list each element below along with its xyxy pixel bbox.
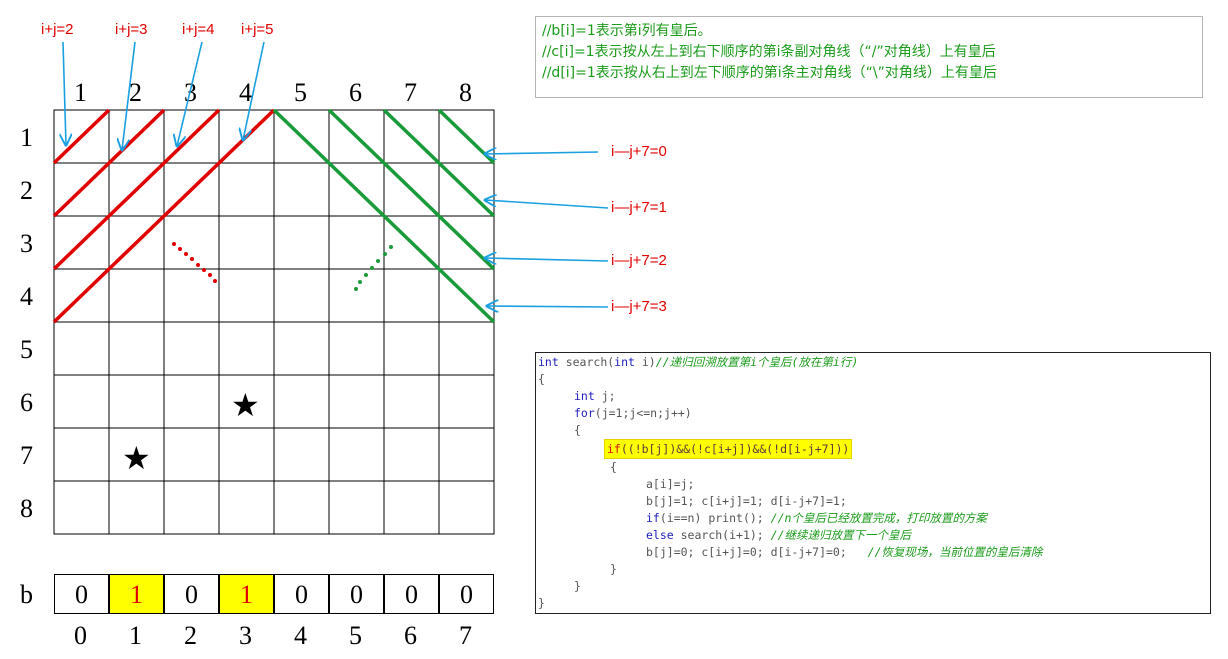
label-i-minus-j-1: i—j+7=1: [611, 199, 667, 216]
row-number: 4: [20, 282, 33, 311]
code-text: i): [634, 355, 656, 369]
code-text: (i==n) print();: [659, 511, 764, 525]
green-dots: [354, 245, 393, 291]
label-i-minus-j-2: i—j+7=2: [611, 252, 667, 269]
label-i-minus-j-0: i—j+7=0: [611, 143, 667, 160]
code-line-6-highlight: if((!b[j])&&(!c[i+j])&&(!d[i-j+7])): [604, 439, 853, 459]
right-arrows: [485, 152, 609, 307]
col-number: 5: [294, 78, 307, 107]
b-index: 1: [129, 621, 142, 650]
board-grid: [53, 109, 495, 535]
code-keyword: int: [614, 355, 635, 369]
b-cell-highlight: 1: [219, 574, 274, 614]
label-i-plus-j-2: i+j=2: [41, 21, 74, 38]
anti-diagonals: [52, 108, 276, 324]
col-number: 2: [129, 78, 142, 107]
b-cell: 0: [439, 574, 494, 614]
col-number: 6: [349, 78, 362, 107]
row-number: 1: [20, 123, 33, 152]
comment-box: //b[i]=1表示第i列有皇后。 //c[i]=1表示按从左上到右下顺序的第i…: [535, 16, 1203, 98]
b-cell: 0: [54, 574, 109, 614]
col-number: 8: [459, 78, 472, 107]
row-number: 3: [20, 229, 33, 258]
code-line-14: }: [574, 579, 581, 593]
code-text: search(: [558, 355, 615, 369]
code-keyword: else: [646, 528, 674, 542]
label-i-plus-j-3: i+j=3: [115, 21, 148, 38]
row-number: 6: [20, 388, 33, 417]
code-text: ((!b[j])&&(!c[i+j])&&(!d[i-j+7])): [620, 442, 850, 456]
code-line-4: for(j=1;j<=n;j++): [574, 405, 692, 422]
comment-line-c: //c[i]=1表示按从左上到右下顺序的第i条副对角线（“/”对角线）上有皇后: [542, 44, 996, 60]
row-number: 2: [20, 176, 33, 205]
code-text: search(i+1);: [673, 528, 764, 542]
label-i-plus-j-5: i+j=5: [241, 21, 274, 38]
red-dots: [172, 242, 217, 283]
main-diagonals: [272, 108, 496, 324]
code-line-2: {: [538, 372, 545, 386]
b-cell: 0: [384, 574, 439, 614]
row-number: 8: [20, 494, 33, 523]
code-line-10: if(i==n) print(); //n个皇后已经放置完成，打印放置的方案: [646, 510, 987, 527]
code-line-8: a[i]=j;: [646, 477, 695, 491]
comment-line-d: //d[i]=1表示按从右上到左下顺序的第i条主对角线（“\”对角线）上有皇后: [542, 65, 997, 81]
code-line-3: int j;: [574, 388, 616, 405]
b-index: 7: [459, 621, 472, 650]
code-line-7: {: [610, 460, 617, 474]
row-number: 7: [20, 441, 33, 470]
code-keyword: int: [538, 355, 559, 369]
b-cell-highlight: 1: [109, 574, 164, 614]
b-cell: 0: [274, 574, 329, 614]
code-line-5: {: [574, 423, 581, 437]
queen-star-icon: ★: [231, 386, 260, 424]
code-box: int search(int i)//递归回溯放置第i个皇后(放在第i行) { …: [535, 352, 1211, 614]
code-keyword: if: [646, 511, 660, 525]
row-number: 5: [20, 335, 33, 364]
col-number: 7: [404, 78, 417, 107]
code-line-11: else search(i+1); //继续递归放置下一个皇后: [646, 527, 911, 544]
code-line-9: b[j]=1; c[i+j]=1; d[i-j+7]=1;: [646, 494, 847, 508]
code-comment: //继续递归放置下一个皇后: [763, 528, 911, 542]
b-index: 6: [404, 621, 417, 650]
code-comment: //递归回溯放置第i个皇后(放在第i行): [655, 355, 859, 369]
code-keyword: if: [607, 442, 621, 456]
comment-line-b: //b[i]=1表示第i列有皇后。: [542, 23, 712, 39]
code-comment: //n个皇后已经放置完成，打印放置的方案: [763, 511, 987, 525]
b-index: 5: [349, 621, 362, 650]
code-text: (j=1;j<=n;j++): [594, 406, 692, 420]
b-index: 4: [294, 621, 307, 650]
b-cell: 0: [164, 574, 219, 614]
code-line-15: }: [538, 596, 545, 610]
code-line-13: }: [610, 562, 617, 576]
code-keyword: for: [574, 406, 595, 420]
label-i-plus-j-4: i+j=4: [182, 21, 215, 38]
code-line-12: b[j]=0; c[i+j]=0; d[i-j+7]=0; //恢复现场，当前位…: [646, 544, 1042, 561]
code-comment: //恢复现场，当前位置的皇后清除: [846, 545, 1043, 559]
queen-star-icon: ★: [122, 439, 151, 477]
b-array-label: b: [20, 580, 33, 609]
b-cell: 0: [329, 574, 384, 614]
code-text: j;: [594, 389, 616, 403]
b-index: 0: [74, 621, 87, 650]
col-number: 4: [239, 78, 252, 107]
label-i-minus-j-3: i—j+7=3: [611, 298, 667, 315]
col-number: 1: [74, 78, 87, 107]
b-index: 2: [184, 621, 197, 650]
code-text: b[j]=0; c[i+j]=0; d[i-j+7]=0;: [646, 545, 847, 559]
b-index: 3: [239, 621, 252, 650]
code-line-1: int search(int i)//递归回溯放置第i个皇后(放在第i行): [538, 354, 858, 371]
top-arrows: [63, 41, 265, 150]
code-keyword: int: [574, 389, 595, 403]
